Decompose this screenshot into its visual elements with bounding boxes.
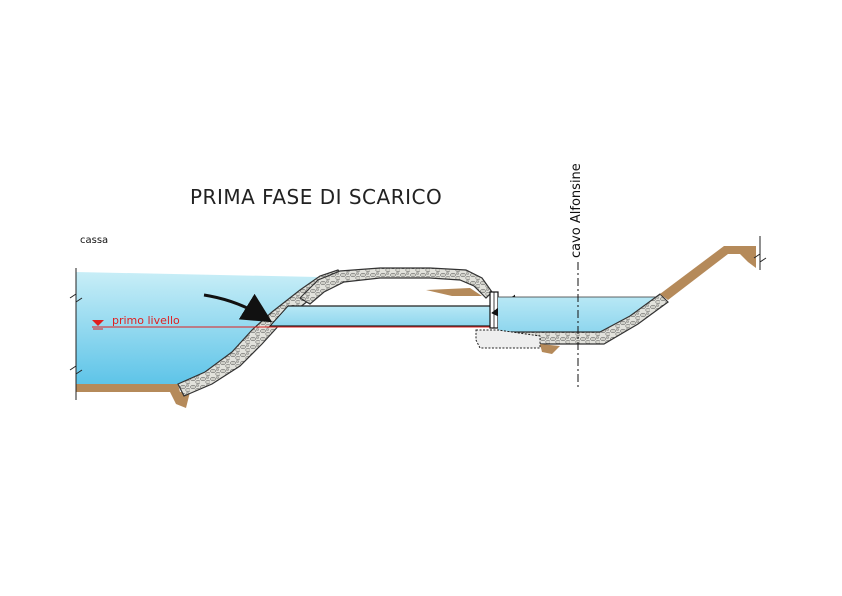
cassa-label: cassa xyxy=(80,235,108,246)
reservoir-water xyxy=(76,272,318,384)
soil-patch-crest xyxy=(426,288,482,296)
channel-label: cavo Alfonsine xyxy=(569,163,584,258)
right-bank-soil xyxy=(660,246,756,300)
water-level-label: primo livello xyxy=(112,314,180,327)
flow-arrow xyxy=(203,293,273,323)
stone-embankment-crest xyxy=(299,267,493,305)
break-symbol-top xyxy=(69,293,83,303)
diagram-title: PRIMA FASE DI SCARICO xyxy=(190,185,442,209)
right-break-symbol xyxy=(753,253,767,263)
right-bank-soil-patch xyxy=(740,254,756,268)
discharge-culvert xyxy=(268,305,493,327)
water-level-marker xyxy=(92,320,104,326)
outlet-foundation xyxy=(475,329,541,349)
break-symbol-bottom xyxy=(69,365,83,375)
reservoir-bottom-soil xyxy=(76,384,180,392)
soil-patch-channel xyxy=(540,344,560,354)
